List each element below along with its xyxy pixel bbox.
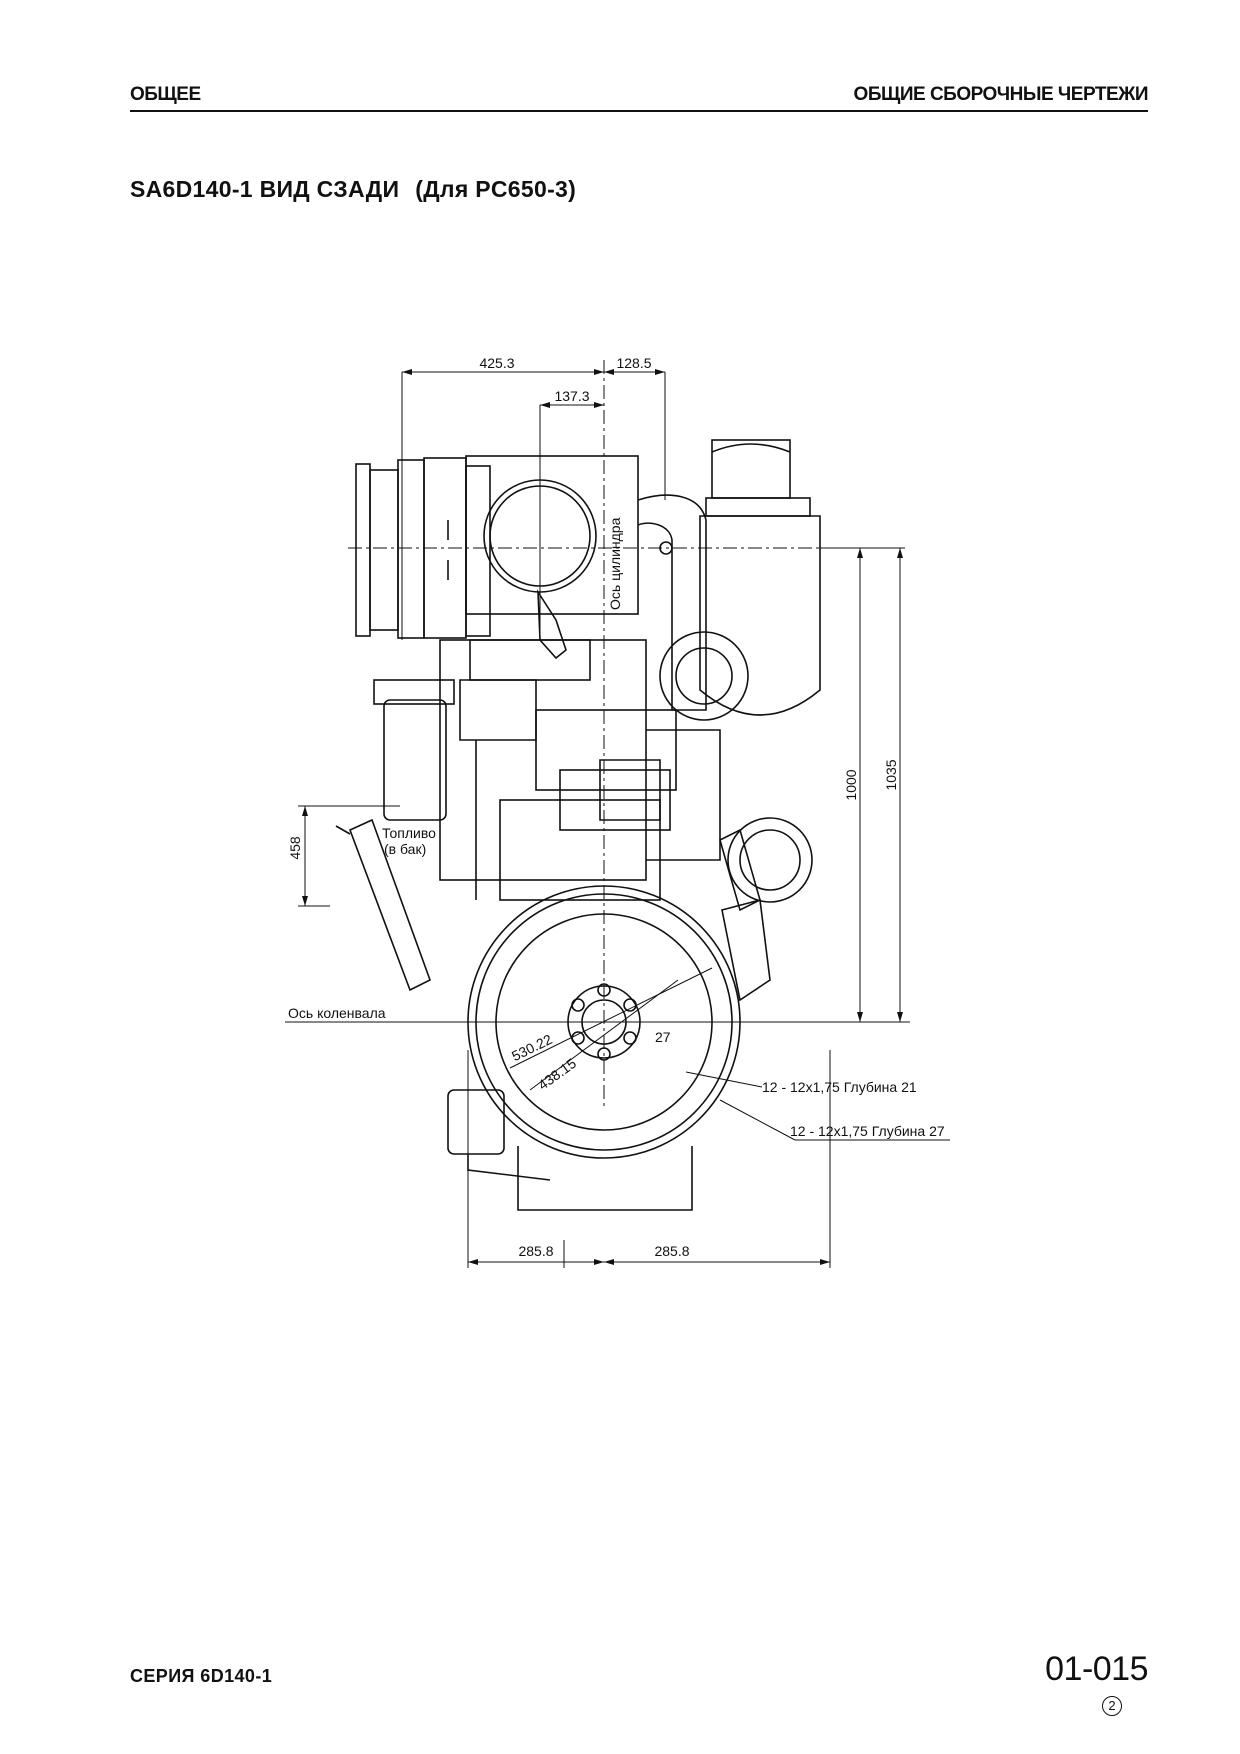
label-crank-axis: Ось коленвала: [288, 1005, 386, 1021]
label-thread-depth-27: 12 - 12x1,75 Глубина 27: [790, 1123, 945, 1139]
dim-285-8-left: 285.8: [518, 1243, 553, 1259]
label-fuel-tank: (в бак): [384, 841, 426, 857]
dim-438-15: 438.15: [535, 1055, 579, 1093]
dim-128-5: 128.5: [616, 355, 651, 371]
footer-series: СЕРИЯ 6D140-1: [130, 1666, 273, 1686]
page-title: SA6D140-1 ВИД СЗАДИ (Для PC650-3): [130, 176, 576, 203]
page-title-sub: (Для PC650-3): [415, 176, 577, 202]
label-thread-depth-21: 12 - 12x1,75 Глубина 21: [762, 1079, 917, 1095]
page-number: 01-015: [1045, 1650, 1148, 1688]
dim-530-22: 530.22: [509, 1031, 555, 1064]
dim-425-3: 425.3: [479, 355, 514, 371]
header-rule: [130, 110, 1148, 112]
header-section-label: ОБЩЕЕ: [130, 84, 201, 105]
header-document-title: ОБЩИЕ СБОРОЧНЫЕ ЧЕРТЕЖИ: [853, 84, 1149, 105]
dim-458: 458: [287, 836, 303, 860]
dim-27: 27: [655, 1029, 671, 1045]
dim-1035: 1035: [883, 759, 899, 790]
dim-1000: 1000: [843, 769, 859, 800]
dim-285-8-right: 285.8: [654, 1243, 689, 1259]
page-title-main: SA6D140-1 ВИД СЗАДИ: [130, 176, 400, 202]
label-cylinder-axis: Ось цилиндра: [607, 517, 623, 610]
revision-mark: 2: [1102, 1696, 1122, 1716]
label-fuel: Топливо: [382, 825, 436, 841]
dim-137-3: 137.3: [554, 388, 589, 404]
